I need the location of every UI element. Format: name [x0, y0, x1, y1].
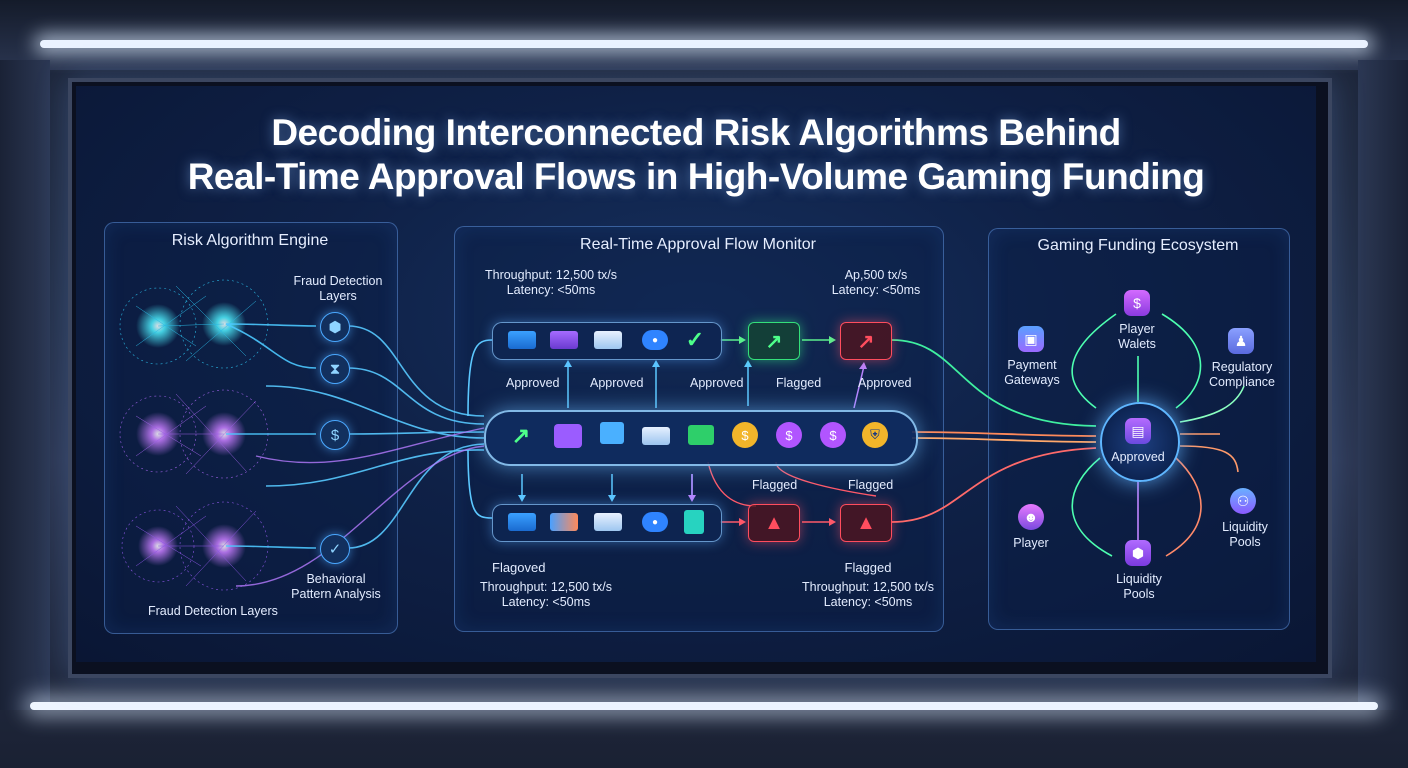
- coin-icon: $: [732, 422, 758, 448]
- stats-bottom-left: Throughput: 12,500 tx/s Latency: <50ms: [479, 580, 613, 609]
- flow-wires: [119, 279, 1245, 591]
- ceiling-light: [40, 40, 1368, 48]
- player-wallets-label: Player Walets: [1118, 322, 1156, 351]
- wallet-icon: [554, 424, 582, 448]
- title-line-1: Decoding Interconnected Risk Algorithms …: [271, 112, 1121, 153]
- document-icon: [684, 510, 704, 534]
- stats-top-left: Throughput: 12,500 tx/s Latency: <50ms: [484, 268, 618, 297]
- trend-up-green-icon: ↗: [748, 322, 800, 360]
- right-wall: [1358, 60, 1408, 710]
- top-label-2: Approved: [590, 376, 644, 390]
- title-line-2: Real-Time Approval Flows in High-Volume …: [187, 156, 1205, 197]
- ceiling: [0, 0, 1408, 70]
- payment-gateways-label: Payment Gateways: [1004, 358, 1060, 387]
- stats-bottom-right: Throughput: 12,500 tx/s Latency: <50ms: [801, 580, 935, 609]
- display-screen: Decoding Interconnected Risk Algorithms …: [76, 86, 1316, 662]
- token-icon-2: $: [820, 422, 846, 448]
- risk-engine-title: Risk Algorithm Engine: [171, 232, 329, 249]
- multicolor-card-icon: [550, 513, 578, 531]
- status-bottom-right: Flagged: [844, 560, 892, 575]
- behavioral-label: Behavioral Pattern Analysis: [291, 572, 381, 601]
- white-card-icon: [594, 331, 622, 349]
- growth-chart-icon: ↗: [511, 423, 531, 448]
- token-icon-1: $: [776, 422, 802, 448]
- payment-gateways-icon: ▣: [1018, 326, 1044, 352]
- liquidity-right-icon: ⚇: [1230, 488, 1256, 514]
- card-icon-2: [642, 427, 670, 445]
- approval-monitor-title: Real-Time Approval Flow Monitor: [580, 236, 816, 253]
- top-label-3: Approved: [690, 376, 744, 390]
- top-label-1: Approved: [506, 376, 560, 390]
- regulatory-label: Regulatory Compliance: [1208, 360, 1275, 389]
- ecosystem-title: Gaming Funding Ecosystem: [1037, 237, 1239, 254]
- player-icon: ☻: [1018, 504, 1044, 530]
- regulatory-icon: ♟: [1228, 328, 1254, 354]
- fraud-shield-icon: ⬢: [320, 312, 350, 342]
- neural-cluster-middle: [119, 389, 269, 479]
- liquidity-bottom-label: Liquidity Pools: [1116, 572, 1162, 601]
- bottom-label-2: Flagged: [848, 478, 894, 492]
- floor-light: [30, 702, 1378, 710]
- player-wallets-icon: $: [1124, 290, 1150, 316]
- filter-icon: ⧗: [320, 354, 350, 384]
- alert-red-icon-2: ▲: [840, 504, 892, 542]
- toggle-icon-2: ●: [642, 512, 668, 532]
- credit-card-icon-2: [508, 513, 536, 531]
- hub-wallet-icon: ▤: [1125, 418, 1151, 444]
- hub-label: Approved: [1111, 450, 1165, 464]
- monitor-icon: [600, 422, 624, 444]
- cash-icon: [688, 425, 714, 445]
- fraud-layers-top-label: Fraud Detection Layers: [293, 274, 383, 303]
- liquidity-right-label: Liquidity Pools: [1222, 520, 1268, 549]
- left-wall: [0, 60, 50, 710]
- status-bottom-left: Flagoved: [492, 560, 546, 575]
- dollar-icon: $: [320, 420, 350, 450]
- stats-top-right: Ap,500 tx/s Latency: <50ms: [831, 268, 921, 297]
- liquidity-bottom-icon: ⬢: [1125, 540, 1151, 566]
- fraud-layers-bottom-label: Fraud Detection Layers: [148, 604, 278, 618]
- top-label-5: Approved: [858, 376, 912, 390]
- check-icon: ✓: [320, 534, 350, 564]
- trend-up-red-icon: ↗: [840, 322, 892, 360]
- top-label-4: Flagged: [776, 376, 822, 390]
- shield-coin-icon: ⛨: [862, 422, 888, 448]
- bottom-label-1: Flagged: [752, 478, 798, 492]
- player-label: Player: [1013, 536, 1049, 550]
- toggle-icon: ●: [642, 330, 668, 350]
- credit-card-icon: [508, 331, 536, 349]
- white-card-icon-2: [594, 513, 622, 531]
- alert-red-icon-1: ▲: [748, 504, 800, 542]
- approved-check-icon: ✓: [685, 327, 705, 352]
- purple-card-icon: [550, 331, 578, 349]
